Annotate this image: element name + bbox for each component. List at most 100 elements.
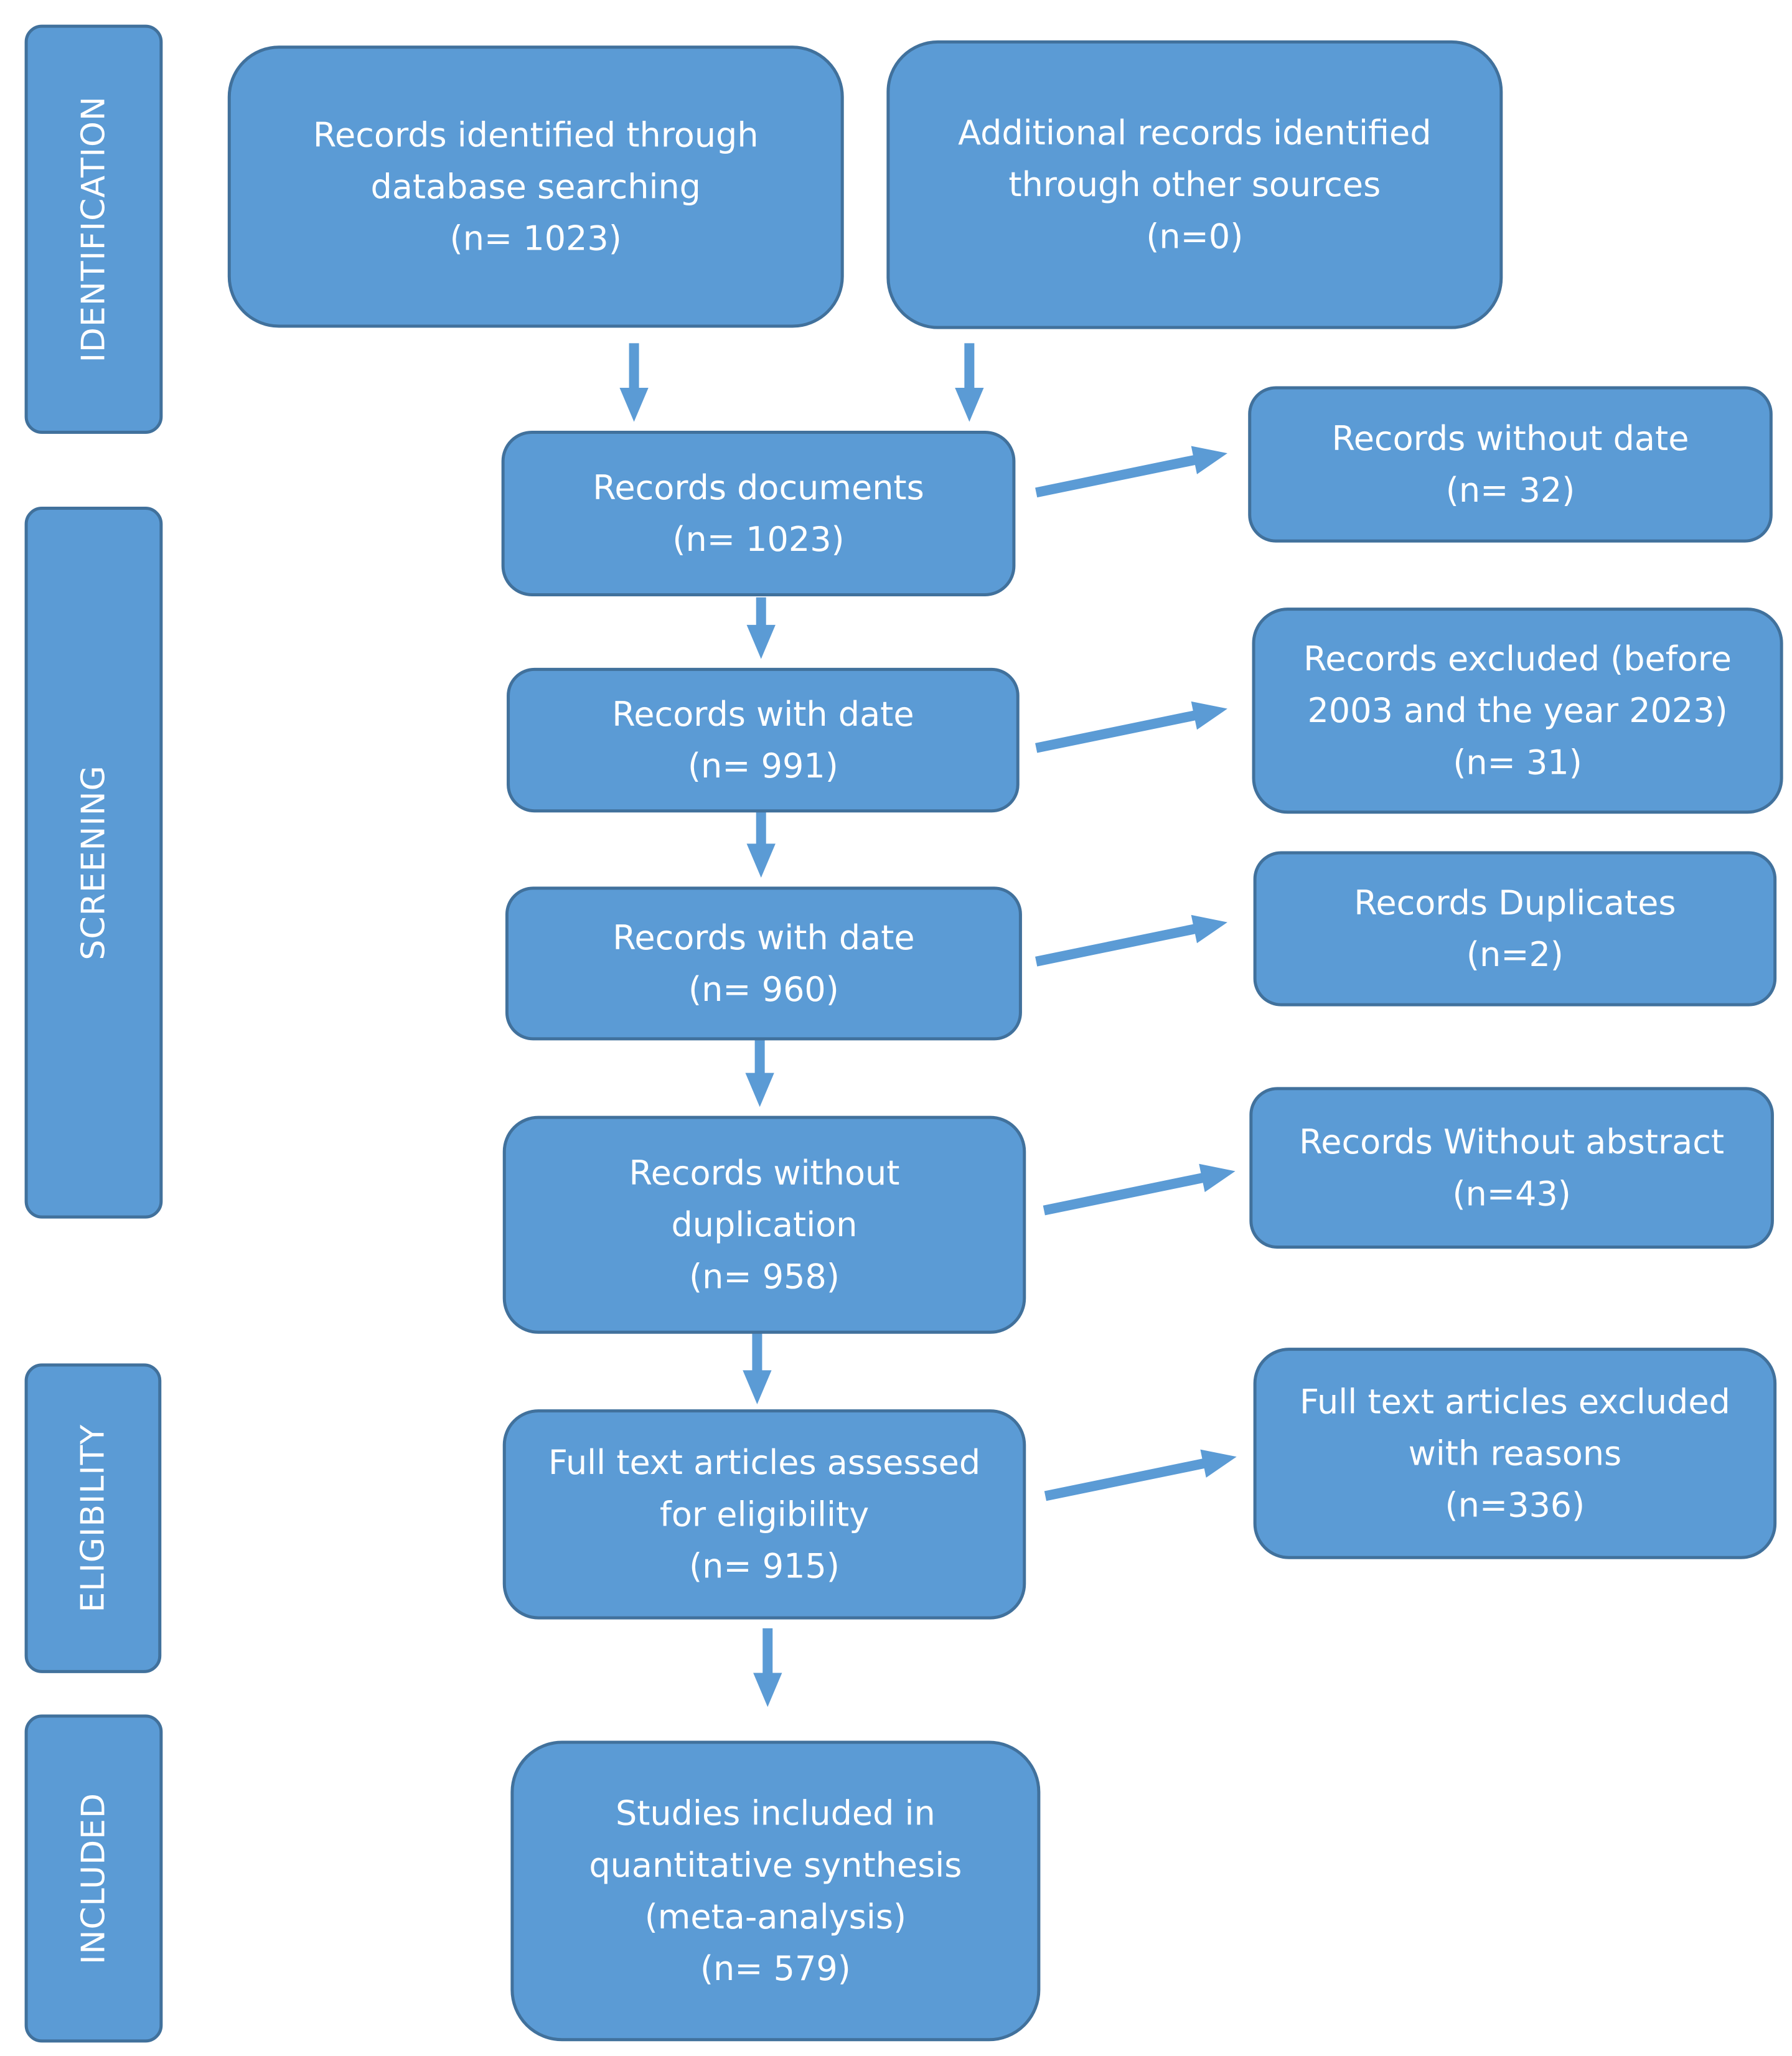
arrow-head (743, 1370, 772, 1405)
node-text-line: (n=0) (1146, 217, 1243, 256)
phase-screening: SCREENING (24, 507, 163, 1219)
node-text-line: (n=336) (1445, 1486, 1585, 1525)
node-text-line: (n= 915) (689, 1546, 840, 1585)
node-text-line: for eligibility (660, 1495, 869, 1534)
node-database-search: Records identified through database searc… (227, 45, 844, 328)
node-box-records-documents (501, 430, 1016, 596)
arrow-head (1191, 914, 1227, 944)
phase-labels: IDENTIFICATION SCREENING ELIGIBILITY INCLUD… (24, 24, 163, 2043)
node-studies-included: Studies included in quantitative synthesi… (510, 1740, 1041, 2042)
node-text-line: Records excluded (before (1303, 639, 1732, 678)
node-full-text-excluded: Full text articles excluded with reasons (… (1253, 1348, 1777, 1559)
phase-included: INCLUDED (24, 1714, 163, 2043)
node-with-date-991: Records with date (n= 991) (507, 667, 1020, 813)
node-text-line: (n= 31) (1453, 743, 1582, 782)
phase-bar-identification (24, 24, 163, 434)
arrow-other-sources-to-records-documents (955, 343, 984, 422)
arrow-full-text-assessed-to-full-text-excluded (1044, 1449, 1237, 1501)
node-text-line: (n= 579) (700, 1949, 851, 1988)
arrow-head (745, 1073, 774, 1107)
node-text-line: Full text articles assessed (548, 1443, 980, 1482)
node-box-without-duplication (502, 1115, 1026, 1334)
node-with-date-960: Records with date (n= 960) (505, 886, 1022, 1041)
node-text-line: (n= 960) (688, 970, 839, 1009)
phase-label-identification: IDENTIFICATION (75, 96, 112, 362)
node-text-line: Records without date (1332, 419, 1689, 458)
node-text-line: Records without (629, 1153, 900, 1193)
arrow-shaft (1035, 710, 1196, 753)
arrow-with-date-960-to-duplicates (1035, 914, 1227, 967)
node-text-line: (n= 32) (1446, 471, 1575, 510)
phase-eligibility: ELIGIBILITY (24, 1363, 162, 1673)
flow-nodes: Records identified through database searc… (227, 40, 1783, 2042)
arrow-head (1200, 1449, 1237, 1478)
node-text-line: (n=43) (1452, 1174, 1570, 1213)
arrow-database-search-to-records-documents (619, 343, 649, 422)
node-box-without-abstract (1249, 1087, 1774, 1249)
arrow-head (619, 387, 649, 422)
arrow-without-duplication-to-without-abstract (1043, 1163, 1236, 1216)
node-duplicates: Records Duplicates (n=2) (1253, 851, 1777, 1007)
node-text-line: quantitative synthesis (589, 1846, 962, 1885)
node-text-line: Full text articles excluded (1300, 1382, 1730, 1421)
node-text-line: Additional records identified (958, 113, 1431, 153)
node-other-sources: Additional records identified through oth… (886, 40, 1503, 329)
node-text-line: (n= 1023) (672, 520, 844, 559)
node-text-line: Records with date (612, 695, 914, 734)
node-text-line: Records Without abstract (1299, 1122, 1724, 1162)
arrow-head (746, 624, 776, 659)
node-text-line: duplication (671, 1205, 857, 1244)
phase-label-screening: SCREENING (75, 765, 112, 960)
node-text-line: (n=2) (1466, 935, 1564, 974)
node-text-line: (n= 991) (688, 746, 838, 786)
arrow-without-duplication-to-full-text-assessed (743, 1333, 772, 1405)
arrow-head (1191, 701, 1227, 730)
node-without-date: Records without date (n= 32) (1248, 386, 1773, 543)
arrow-with-date-991-to-with-date-960 (746, 812, 776, 878)
node-box-database-search (227, 45, 844, 328)
node-text-line: Studies included in (616, 1794, 936, 1833)
node-box-with-date-960 (505, 886, 1022, 1041)
node-text-line: Records with date (612, 918, 914, 957)
node-text-line: (n= 958) (689, 1257, 840, 1296)
node-text-line: database searching (371, 167, 701, 206)
arrow-shaft (1035, 454, 1196, 498)
node-box-full-text-excluded (1253, 1348, 1777, 1559)
node-records-documents: Records documents (n= 1023) (501, 430, 1016, 596)
node-excluded-years: Records excluded (before 2003 and the yea… (1252, 608, 1783, 814)
node-text-line: (n= 1023) (450, 219, 622, 258)
node-text-line: Records identified through (313, 115, 759, 154)
node-text-line: Records Duplicates (1354, 883, 1676, 922)
phase-label-eligibility: ELIGIBILITY (74, 1424, 111, 1613)
node-without-abstract: Records Without abstract (n=43) (1249, 1087, 1774, 1249)
arrow-shaft (1043, 1173, 1204, 1216)
arrow-head (955, 387, 984, 422)
phase-bar-screening (24, 507, 163, 1219)
node-box-without-date (1248, 386, 1773, 543)
arrow-head (1199, 1163, 1236, 1193)
arrow-with-date-960-to-without-duplication (745, 1040, 774, 1107)
node-text-line: with reasons (1409, 1434, 1622, 1473)
node-text-line: Records documents (593, 468, 924, 507)
node-box-full-text-assessed (502, 1409, 1026, 1620)
node-box-excluded-years (1252, 608, 1783, 814)
node-without-duplication: Records without duplication (n= 958) (502, 1115, 1026, 1334)
arrow-records-documents-to-without-date (1035, 446, 1227, 498)
node-box-with-date-991 (507, 667, 1020, 813)
phase-label-included: INCLUDED (75, 1793, 112, 1964)
phase-bar-eligibility (24, 1363, 162, 1673)
arrow-head (746, 843, 776, 878)
arrow-shaft (1035, 924, 1196, 967)
node-text-line: (meta-analysis) (645, 1897, 906, 1936)
arrow-shaft (1044, 1458, 1206, 1501)
arrow-full-text-assessed-to-studies-included (753, 1628, 782, 1707)
node-text-line: 2003 and the year 2023) (1307, 691, 1727, 730)
node-box-other-sources (886, 40, 1503, 329)
node-box-duplicates (1253, 851, 1777, 1007)
arrow-records-documents-to-with-date-991 (746, 597, 776, 659)
arrow-head (1191, 446, 1227, 474)
node-box-studies-included (510, 1740, 1041, 2042)
arrow-head (753, 1673, 782, 1707)
node-text-line: through other sources (1008, 165, 1381, 204)
